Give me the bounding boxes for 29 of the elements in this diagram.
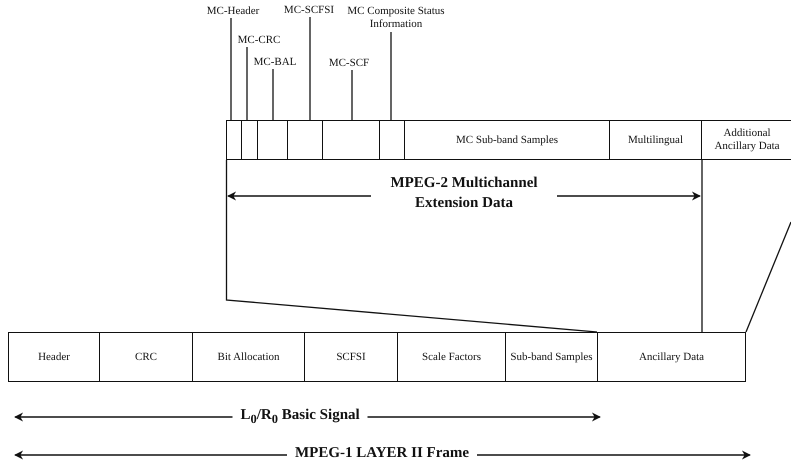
leader-line <box>230 18 232 120</box>
frame-field: Bit Allocation <box>192 332 305 382</box>
field-label: MC-CRC <box>236 33 282 47</box>
field-label: MC-SCF <box>323 56 375 70</box>
empty-field <box>257 120 288 160</box>
field-label: MC Composite Status Information <box>340 4 452 32</box>
field-label: MC-Header <box>205 4 261 18</box>
frame-field: Additional Ancillary Data <box>701 120 791 160</box>
empty-field <box>226 120 242 160</box>
frame-field: SCFSI <box>304 332 398 382</box>
expansion-line <box>701 160 703 332</box>
empty-field <box>379 120 405 160</box>
leader-line <box>246 47 248 120</box>
leader-line <box>309 17 311 120</box>
frame-field: MC Sub-band Samples <box>404 120 610 160</box>
frame-field: Multilingual <box>609 120 702 160</box>
frame-field: Sub-band Samples <box>505 332 598 382</box>
frame-field: Scale Factors <box>397 332 506 382</box>
leader-line <box>351 70 353 120</box>
frame-field: CRC <box>99 332 193 382</box>
field-label: MC-BAL <box>252 55 298 69</box>
leader-line <box>390 32 392 120</box>
empty-field <box>241 120 258 160</box>
leader-line <box>272 69 274 120</box>
empty-field <box>287 120 323 160</box>
field-label: MC-SCFSI <box>280 3 338 17</box>
expansion-line <box>226 160 598 333</box>
frame-field: Header <box>8 332 100 382</box>
frame-field: Ancillary Data <box>597 332 746 382</box>
